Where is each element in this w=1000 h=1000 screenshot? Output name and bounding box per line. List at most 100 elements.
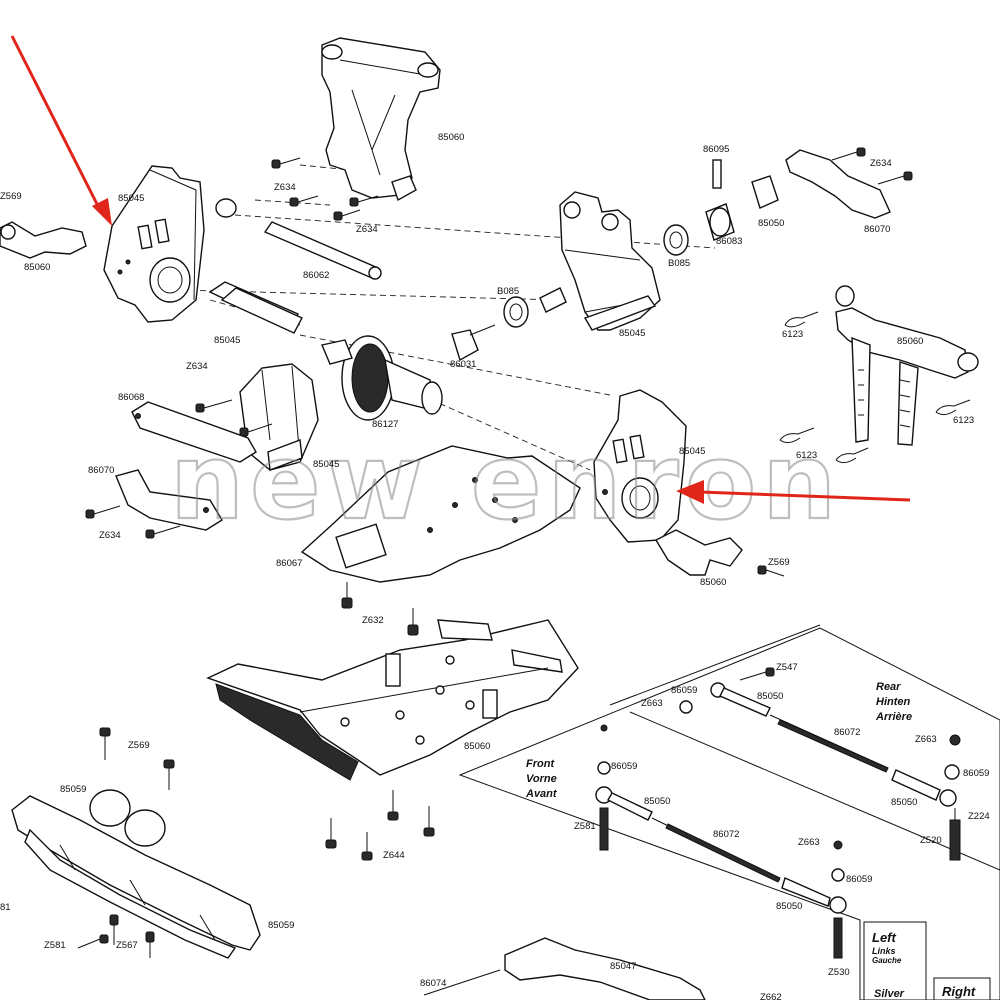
legend-front-fr: Avant bbox=[525, 788, 558, 800]
label-z530: Z530 bbox=[828, 967, 850, 978]
label-z569-right: Z569 bbox=[768, 557, 790, 568]
label-85045-cover: 85045 bbox=[313, 459, 339, 470]
label-z634-c: Z634 bbox=[186, 361, 208, 372]
legend-left-en: Left bbox=[872, 930, 897, 945]
gearbox-half-85045-lower-right bbox=[593, 389, 687, 543]
label-85060-right: 85060 bbox=[897, 336, 923, 347]
label-z644: Z644 bbox=[383, 850, 405, 861]
legend-front-en: Front bbox=[526, 758, 555, 770]
rods bbox=[208, 221, 382, 334]
label-z581-b: Z581 bbox=[574, 821, 596, 832]
legend-left-fr: Gauche bbox=[872, 956, 902, 965]
label-86095: 86095 bbox=[703, 144, 729, 155]
shock-tower-85060 bbox=[321, 37, 441, 202]
shock-tower-85060-right bbox=[835, 285, 979, 446]
label-z663-b: Z663 bbox=[915, 734, 937, 745]
label-z567: Z567 bbox=[116, 940, 138, 951]
label-z663-a: Z663 bbox=[641, 698, 663, 709]
shock-mount-85060-left bbox=[0, 221, 87, 259]
bearings-and-gears bbox=[451, 159, 779, 362]
arm-85047 bbox=[423, 937, 706, 1000]
label-85045-mid: 85045 bbox=[214, 335, 240, 346]
label-z634-tr: Z634 bbox=[870, 158, 892, 169]
label-86062: 86062 bbox=[303, 270, 329, 281]
legend-rear-de: Hinten bbox=[876, 696, 911, 708]
arrow-head-left bbox=[92, 198, 112, 226]
label-6123-c: 6123 bbox=[796, 450, 817, 461]
body-clips-6123 bbox=[779, 311, 971, 464]
label-z520: Z520 bbox=[920, 835, 942, 846]
label-86070-left: 86070 bbox=[88, 465, 114, 476]
legend-left-de: Links bbox=[872, 946, 896, 956]
label-85047: 85047 bbox=[610, 961, 636, 972]
label-86068: 86068 bbox=[118, 392, 144, 403]
label-6123-a: 6123 bbox=[782, 329, 803, 340]
label-85050-a: 85050 bbox=[757, 691, 783, 702]
chassis-plate-86067 bbox=[300, 445, 581, 583]
legend-front-de: Vorne bbox=[526, 773, 557, 785]
label-85059-b: 85059 bbox=[268, 920, 294, 931]
label-85050-d: 85050 bbox=[776, 901, 802, 912]
label-86072-b: 86072 bbox=[713, 829, 739, 840]
label-86067: 86067 bbox=[276, 558, 302, 569]
linkage-rods bbox=[595, 667, 961, 959]
label-z634-d: Z634 bbox=[99, 530, 121, 541]
label-85050-tr: 85050 bbox=[758, 218, 784, 229]
part-labels: 85060 85045 Z569 85060 Z634 Z634 86062 8… bbox=[0, 132, 990, 1000]
label-86074: 86074 bbox=[420, 978, 446, 989]
legend-right: Right bbox=[942, 984, 976, 999]
label-z663-c: Z663 bbox=[798, 837, 820, 848]
differential-86127 bbox=[321, 335, 443, 421]
label-86083: 86083 bbox=[716, 236, 742, 247]
gearbox-half-85045-upper-right bbox=[559, 191, 661, 331]
label-86059-c: 86059 bbox=[611, 761, 637, 772]
label-z581-a: Z581 bbox=[44, 940, 66, 951]
arrow-head-right bbox=[676, 480, 704, 504]
label-z224: Z224 bbox=[968, 811, 990, 822]
legend-rear-en: Rear bbox=[876, 681, 901, 693]
label-z569-left: Z569 bbox=[0, 191, 22, 202]
shock-mount-85060-lower-right bbox=[655, 529, 743, 576]
label-z569-bumper: Z569 bbox=[128, 740, 150, 751]
left-plates-86068-86070 bbox=[115, 401, 257, 531]
screws bbox=[77, 147, 913, 958]
label-z634-a: Z634 bbox=[274, 182, 296, 193]
label-85060-left: 85060 bbox=[24, 262, 50, 273]
label-86059-d: 86059 bbox=[846, 874, 872, 885]
label-81: 81 bbox=[0, 902, 11, 913]
legend-silver: Silver bbox=[874, 988, 905, 1000]
label-85060-rlow: 85060 bbox=[700, 577, 726, 588]
watermark-text: new enron bbox=[170, 421, 842, 543]
label-b085-b: B085 bbox=[668, 258, 690, 269]
label-85045-left: 85045 bbox=[118, 193, 144, 204]
label-86059-b: 86059 bbox=[963, 768, 989, 779]
label-z547: Z547 bbox=[776, 662, 798, 673]
skid-plate-85060 bbox=[206, 619, 579, 781]
label-z662-bottom: Z662 bbox=[760, 992, 782, 1000]
label-86059-a: 86059 bbox=[671, 685, 697, 696]
label-85060-top: 85060 bbox=[438, 132, 464, 143]
label-85060-skid: 85060 bbox=[464, 741, 490, 752]
legend-rear-fr: Arrière bbox=[875, 711, 912, 723]
label-z634-b: Z634 bbox=[356, 224, 378, 235]
label-86072-a: 86072 bbox=[834, 727, 860, 738]
label-85050-c: 85050 bbox=[644, 796, 670, 807]
label-85050-b: 85050 bbox=[891, 797, 917, 808]
bumper-85059 bbox=[11, 789, 261, 959]
gear-cover-85045 bbox=[239, 363, 319, 471]
label-85045-gear: 85045 bbox=[619, 328, 645, 339]
red-arrows bbox=[10, 35, 911, 504]
linkage-boxes bbox=[458, 624, 1000, 1000]
plate-86070-top-right bbox=[785, 149, 891, 219]
direction-legend: Rear Hinten Arrière Front Vorne Avant Le… bbox=[525, 681, 976, 1000]
gearbox-half-85045-left bbox=[103, 165, 237, 323]
label-6123-b: 6123 bbox=[953, 415, 974, 426]
label-z632: Z632 bbox=[362, 615, 384, 626]
label-85045-right: 85045 bbox=[679, 446, 705, 457]
label-86070-tr: 86070 bbox=[864, 224, 890, 235]
label-85059-a: 85059 bbox=[60, 784, 86, 795]
label-86031: 86031 bbox=[450, 359, 476, 370]
label-b085-a: B085 bbox=[497, 286, 519, 297]
label-86127: 86127 bbox=[372, 419, 398, 430]
